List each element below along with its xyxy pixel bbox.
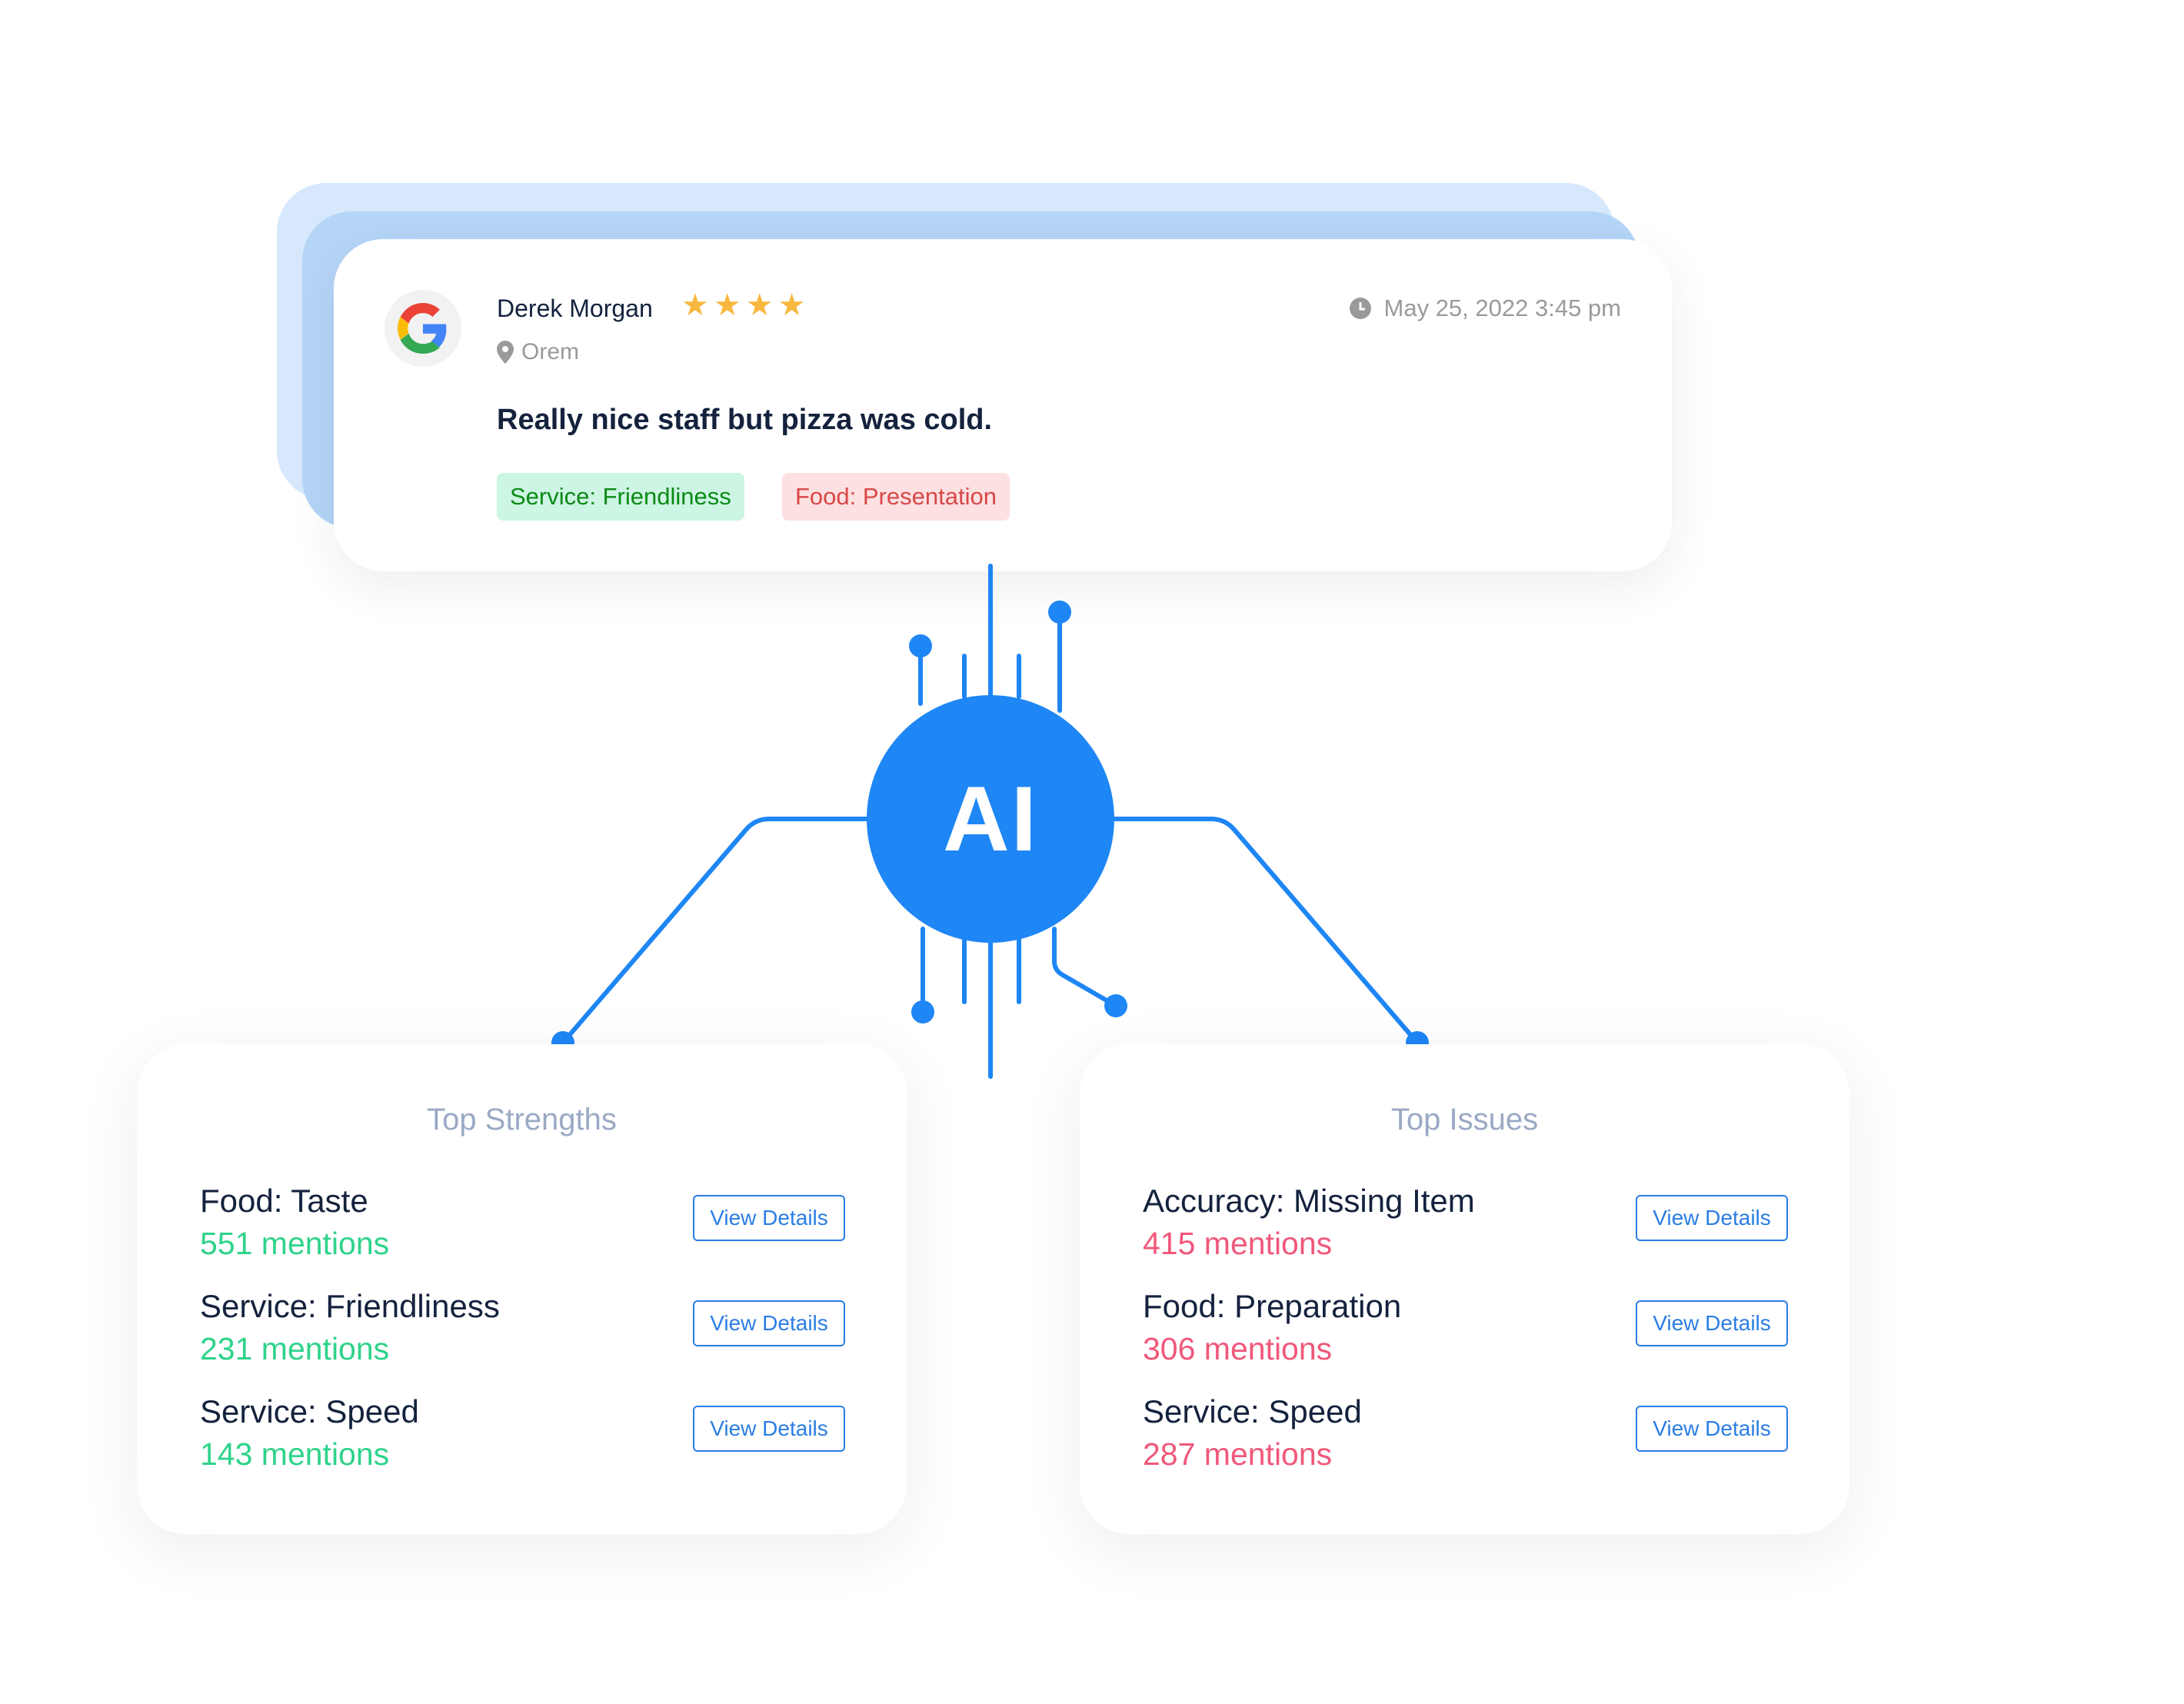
view-details-button[interactable]: View Details	[1636, 1300, 1788, 1346]
star-icon: ★	[777, 288, 806, 322]
item-name: Service: Speed	[1143, 1393, 1362, 1429]
reviewer-name: Derek Morgan	[497, 295, 653, 322]
view-details-button[interactable]: View Details	[693, 1195, 845, 1241]
review-card: Derek Morgan ★ ★ ★ ★ Orem May 25, 2022 3…	[334, 239, 1672, 571]
review-location: Orem	[497, 339, 579, 365]
star-rating: ★ ★ ★ ★	[681, 290, 805, 321]
view-details-button[interactable]: View Details	[1636, 1406, 1788, 1452]
google-icon	[385, 290, 461, 367]
node-dot	[909, 634, 932, 657]
node-dot	[1104, 994, 1127, 1017]
node-dot	[911, 1000, 934, 1023]
item-name: Accuracy: Missing Item	[1143, 1183, 1475, 1219]
node-dot	[1048, 601, 1071, 624]
view-details-button[interactable]: View Details	[1636, 1195, 1788, 1241]
issue-item: Service: Speed 287 mentions View Details	[1143, 1393, 1788, 1478]
star-icon: ★	[713, 288, 741, 322]
item-name: Food: Taste	[200, 1183, 368, 1219]
item-name: Service: Friendliness	[200, 1288, 500, 1324]
panel-title: Top Issues	[1390, 1103, 1539, 1137]
location-pin-icon	[497, 341, 514, 364]
review-date: May 25, 2022 3:45 pm	[1349, 295, 1621, 322]
star-icon: ★	[681, 288, 709, 322]
tag-positive[interactable]: Service: Friendliness	[497, 473, 744, 521]
date-text: May 25, 2022 3:45 pm	[1383, 295, 1621, 321]
strength-item: Service: Friendliness 231 mentions View …	[200, 1288, 845, 1373]
clock-icon	[1349, 298, 1371, 319]
issue-item: Accuracy: Missing Item 415 mentions View…	[1143, 1183, 1788, 1267]
item-mentions: 231 mentions	[200, 1331, 390, 1366]
view-details-button[interactable]: View Details	[693, 1406, 845, 1452]
star-icon: ★	[745, 288, 774, 322]
top-issues-panel: Top Issues Accuracy: Missing Item 415 me…	[1080, 1044, 1849, 1534]
tag-negative[interactable]: Food: Presentation	[782, 473, 1010, 521]
review-text: Really nice staff but pizza was cold.	[497, 404, 993, 436]
item-mentions: 415 mentions	[1143, 1226, 1333, 1261]
ai-hub: AI	[867, 695, 1114, 943]
item-mentions: 287 mentions	[1143, 1436, 1333, 1472]
item-mentions: 551 mentions	[200, 1226, 390, 1261]
item-mentions: 143 mentions	[200, 1436, 390, 1472]
view-details-button[interactable]: View Details	[693, 1300, 845, 1346]
location-text: Orem	[521, 339, 579, 364]
issue-item: Food: Preparation 306 mentions View Deta…	[1143, 1288, 1788, 1373]
strength-item: Service: Speed 143 mentions View Details	[200, 1393, 845, 1478]
strength-item: Food: Taste 551 mentions View Details	[200, 1183, 845, 1267]
top-strengths-panel: Top Strengths Food: Taste 551 mentions V…	[137, 1044, 907, 1534]
item-name: Service: Speed	[200, 1393, 419, 1429]
item-mentions: 306 mentions	[1143, 1331, 1333, 1366]
panel-title: Top Strengths	[427, 1103, 617, 1137]
item-name: Food: Preparation	[1143, 1288, 1402, 1324]
